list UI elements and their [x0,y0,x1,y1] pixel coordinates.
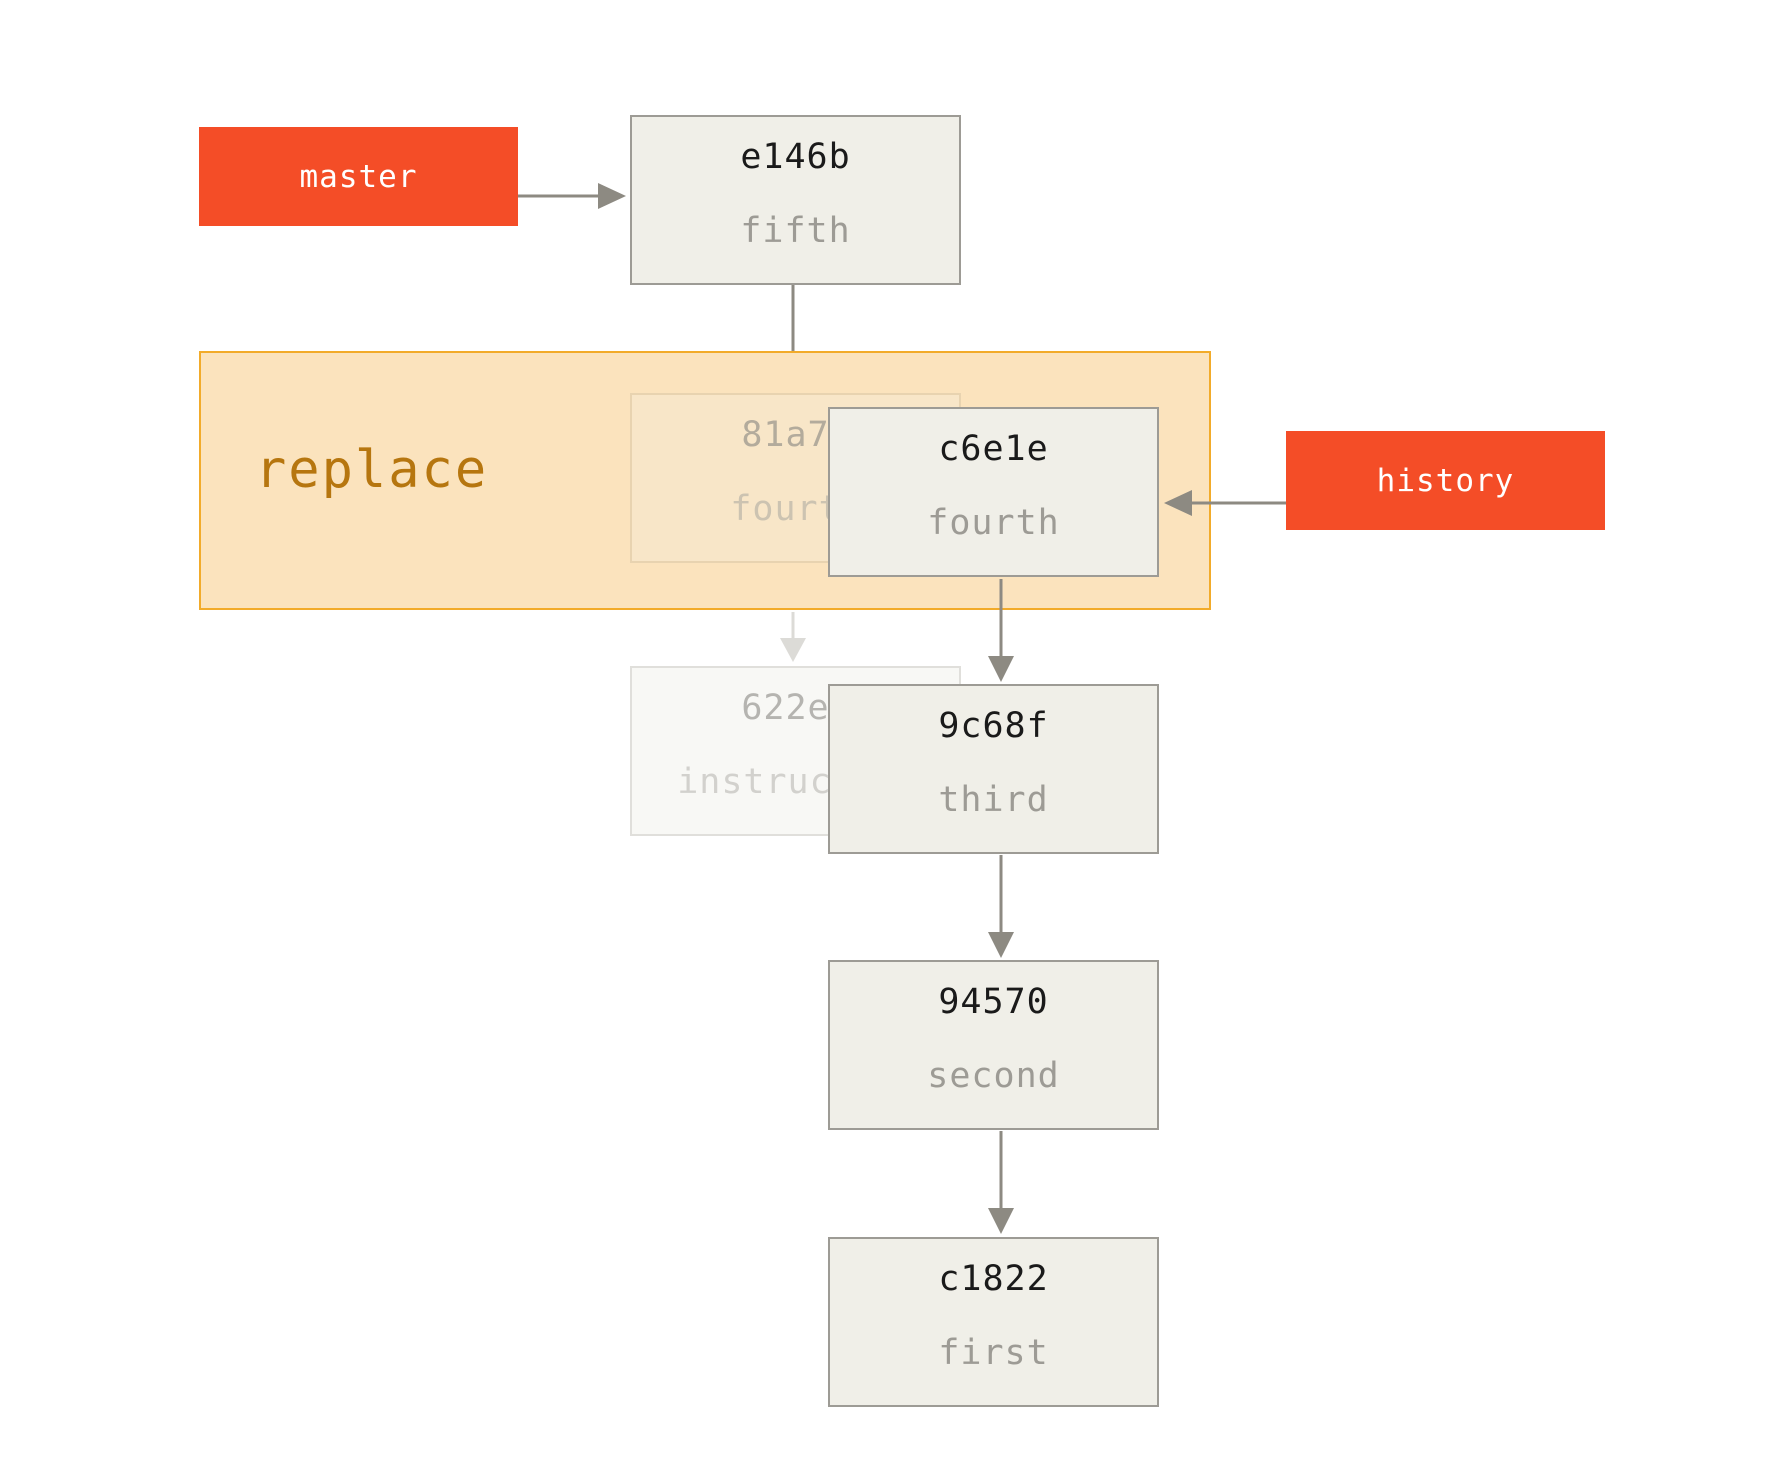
commit-hash: c6e1e [938,429,1049,469]
commit-fifth: e146b fifth [630,115,961,285]
commit-message: instruct [677,762,854,802]
commit-message: fourth [927,503,1060,543]
commit-message: fifth [740,211,851,251]
commit-message: first [938,1333,1049,1373]
commit-hash: 9c68f [938,706,1049,746]
commit-second: 94570 second [828,960,1159,1130]
commit-message: second [927,1056,1060,1096]
edge-old-fourth-to-old-base-head [780,638,806,662]
commit-hash: c1822 [938,1259,1049,1299]
commit-hash: 622e [741,688,830,728]
edge-master-to-fifth-head [598,183,626,209]
commit-first: c1822 first [828,1237,1159,1407]
replace-label: replace [255,440,489,500]
commit-fourth: c6e1e fourth [828,407,1159,577]
branch-master: master [199,127,518,226]
commit-hash: 81a7 [741,415,830,455]
commit-message: fourt [730,489,841,529]
branch-history: history [1286,431,1605,530]
commit-hash: e146b [740,137,851,177]
edge-second-to-first-head [988,1208,1014,1234]
edge-fourth-to-third-head [988,656,1014,682]
commit-message: third [938,780,1049,820]
commit-hash: 94570 [938,982,1049,1022]
commit-third: 9c68f third [828,684,1159,854]
edge-history-to-fourth-head [1164,490,1192,516]
edge-third-to-second-head [988,932,1014,958]
